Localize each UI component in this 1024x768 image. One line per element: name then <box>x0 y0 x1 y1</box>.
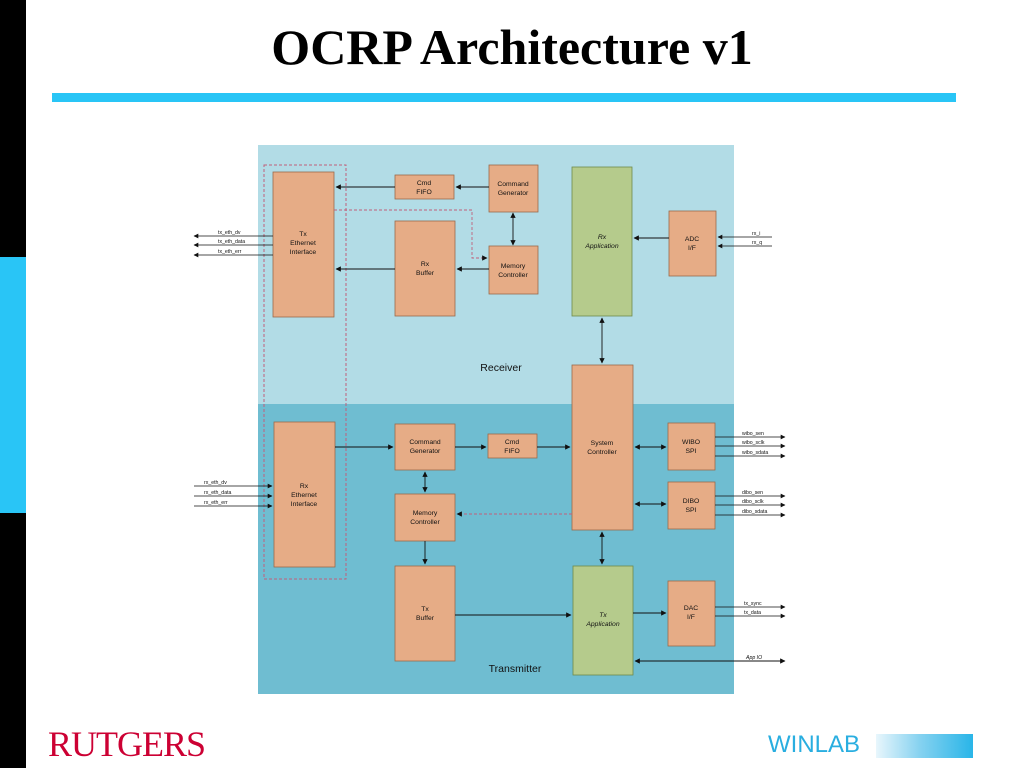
block-label: Controller <box>410 519 440 526</box>
block-label: Controller <box>587 449 617 456</box>
block-label: SPI <box>686 507 697 514</box>
rx-eth-err-label: rx_eth_err <box>204 500 228 506</box>
block-label: Cmd <box>417 180 432 187</box>
tx-cmd-fifo-block: Cmd FIFO <box>487 433 538 459</box>
block-label: Tx <box>299 231 307 238</box>
rx-memory-controller-block: Memory Controller <box>488 245 539 295</box>
block-label: Controller <box>498 272 528 279</box>
app-io-label: App IO <box>745 655 762 661</box>
tx-ethernet-interface-block: Tx Ethernet Interface <box>272 171 335 318</box>
tx-sync-label: tx_sync <box>744 601 762 607</box>
block-label: Tx <box>421 606 429 613</box>
rx-ethernet-interface-block: Rx Ethernet Interface <box>273 421 336 568</box>
block-label: Ethernet <box>291 492 317 499</box>
wibo-sclk-label: wibo_sclk <box>742 440 765 446</box>
block-label: WIBO <box>682 439 700 446</box>
dibo-spi-block: DIBO SPI <box>667 481 716 530</box>
system-controller-block: System Controller <box>571 364 634 531</box>
block-label: Generator <box>498 190 529 197</box>
block-label: FIFO <box>504 448 519 455</box>
block-label: Command <box>409 439 441 446</box>
wibo-sen-label: wibo_sen <box>742 431 764 437</box>
rx-eth-data-label: rx_eth_data <box>204 490 232 496</box>
block-label: Application <box>585 621 619 628</box>
dac-if-block: DAC I/F <box>667 580 716 647</box>
block-label: Ethernet <box>290 240 316 247</box>
receiver-label: Receiver <box>480 362 522 374</box>
winlab-logo: WINLAB <box>768 731 861 758</box>
rx-command-generator-block: Command Generator <box>488 164 539 213</box>
block-label: Generator <box>410 448 441 455</box>
block-label: Rx <box>598 234 607 241</box>
tx-eth-data-label: tx_eth_data <box>218 239 245 245</box>
tx-eth-err-label: tx_eth_err <box>218 249 242 255</box>
left-accent-bar <box>0 257 26 513</box>
dibo-sclk-label: dibo_sclk <box>742 499 764 505</box>
block-label: Cmd <box>505 439 520 446</box>
block-label: Memory <box>501 263 526 270</box>
block-label: Buffer <box>416 270 435 277</box>
rx-eth-dv-label: rx_eth_dv <box>204 480 227 486</box>
block-label: Rx <box>421 261 430 268</box>
tx-application-block: Tx Application <box>572 565 634 676</box>
block-label: Command <box>497 181 529 188</box>
dashed-link-tx-eth-to-memctrl <box>334 209 488 261</box>
rx-i-label: rx_i <box>752 231 760 237</box>
tx-data-label: tx_data <box>744 610 761 616</box>
tx-buffer-block: Tx Buffer <box>394 565 456 662</box>
block-label: Interface <box>291 501 318 508</box>
dibo-sdata-label: dibo_sdata <box>742 509 767 515</box>
block-label: FIFO <box>416 189 431 196</box>
tx-eth-dv-label: tx_eth_dv <box>218 230 241 236</box>
tx-memory-controller-block: Memory Controller <box>394 493 456 542</box>
block-label: I/F <box>688 245 696 252</box>
block-label: ADC <box>685 236 699 243</box>
dibo-sen-label: dibo_sen <box>742 490 763 496</box>
rx-buffer-block: Rx Buffer <box>394 220 456 317</box>
block-label: Application <box>584 243 618 250</box>
slide-title: OCRP Architecture v1 <box>271 19 753 75</box>
block-label: DIBO <box>683 498 700 505</box>
wibo-sdata-label: wibo_sdata <box>742 450 768 456</box>
rx-application-block: Rx Application <box>571 166 633 317</box>
block-label: Memory <box>413 510 438 517</box>
block-label: Tx <box>599 612 607 619</box>
block-label: Interface <box>290 249 317 256</box>
ethernet-dashed-boundary <box>263 164 347 580</box>
block-label: SPI <box>686 448 697 455</box>
winlab-logo-gradient <box>876 734 973 758</box>
adc-if-block: ADC I/F <box>668 210 717 277</box>
transmitter-label: Transmitter <box>489 663 542 675</box>
block-label: Rx <box>300 483 309 490</box>
block-label: I/F <box>687 614 695 621</box>
rutgers-logo: RUTGERS <box>48 724 206 764</box>
block-label: Buffer <box>416 615 435 622</box>
rx-cmd-fifo-block: Cmd FIFO <box>394 174 455 200</box>
title-underline <box>52 93 956 102</box>
rx-q-label: rx_q <box>752 240 762 246</box>
tx-command-generator-block: Command Generator <box>394 423 456 471</box>
block-label: System <box>591 440 614 447</box>
wibo-spi-block: WIBO SPI <box>667 422 716 471</box>
block-label: DAC <box>684 605 698 612</box>
